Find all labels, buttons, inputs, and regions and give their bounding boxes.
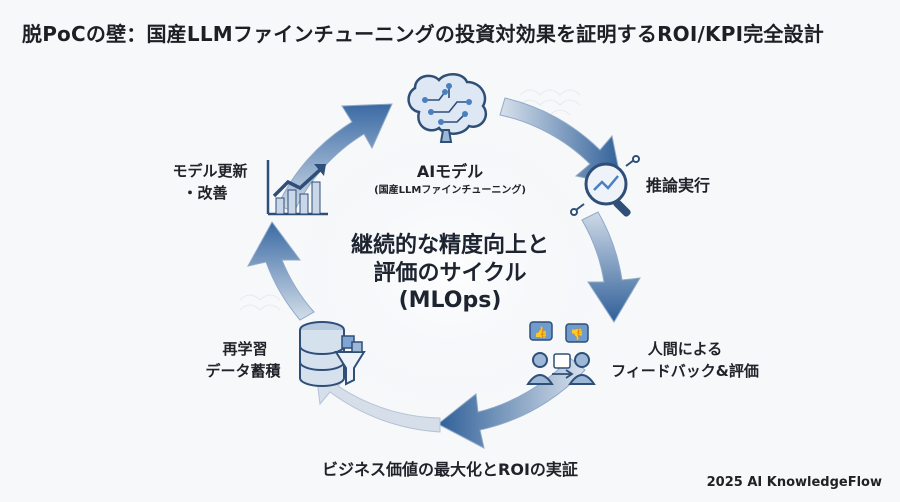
magnifier-graph-icon [570, 155, 640, 217]
node-ai-model-sublabel: (国産LLMファインチューニング) [374, 185, 526, 196]
center-line-1: 継続的な精度向上と [350, 233, 549, 258]
svg-text:👎: 👎 [570, 328, 584, 341]
bottom-caption: ビジネス価値の最大化とROIの実証 [322, 460, 578, 479]
arrow-data-to-update [247, 221, 315, 321]
node-data-label-1: 再学習 [222, 340, 268, 358]
brain-circuit-icon [407, 73, 488, 143]
node-data-label-2: データ蓄積 [205, 362, 281, 380]
arrow-inference-to-feedback [581, 211, 641, 323]
node-feedback-label-1: 人間による [647, 340, 723, 358]
node-ai-model-label: AIモデル [416, 162, 484, 181]
growth-chart-icon [266, 160, 328, 216]
page-title: 脱PoCの壁：国産LLMファインチューニングの投資対効果を証明するROI/KPI… [22, 22, 825, 46]
database-funnel-icon [299, 321, 366, 387]
wave-pattern [239, 89, 581, 311]
node-update-label-1: モデル更新 [172, 162, 248, 180]
arrow-update-to-model [277, 103, 393, 213]
people-feedback-icon: 👍 👎 [526, 321, 596, 385]
svg-text:👍: 👍 [534, 326, 548, 339]
center-cycle-title: 継続的な精度向上と 評価のサイクル (MLOps) [325, 232, 575, 315]
node-feedback-label-2: フィードバック&評価 [611, 362, 759, 380]
center-line-2: 評価のサイクル [373, 260, 527, 286]
node-inference-label: 推論実行 [646, 176, 711, 195]
footer-credit: 2025 AI KnowledgeFlow [706, 475, 882, 490]
center-line-3: (MLOps) [398, 288, 502, 313]
node-update-label-2: ・改善 [182, 184, 228, 202]
